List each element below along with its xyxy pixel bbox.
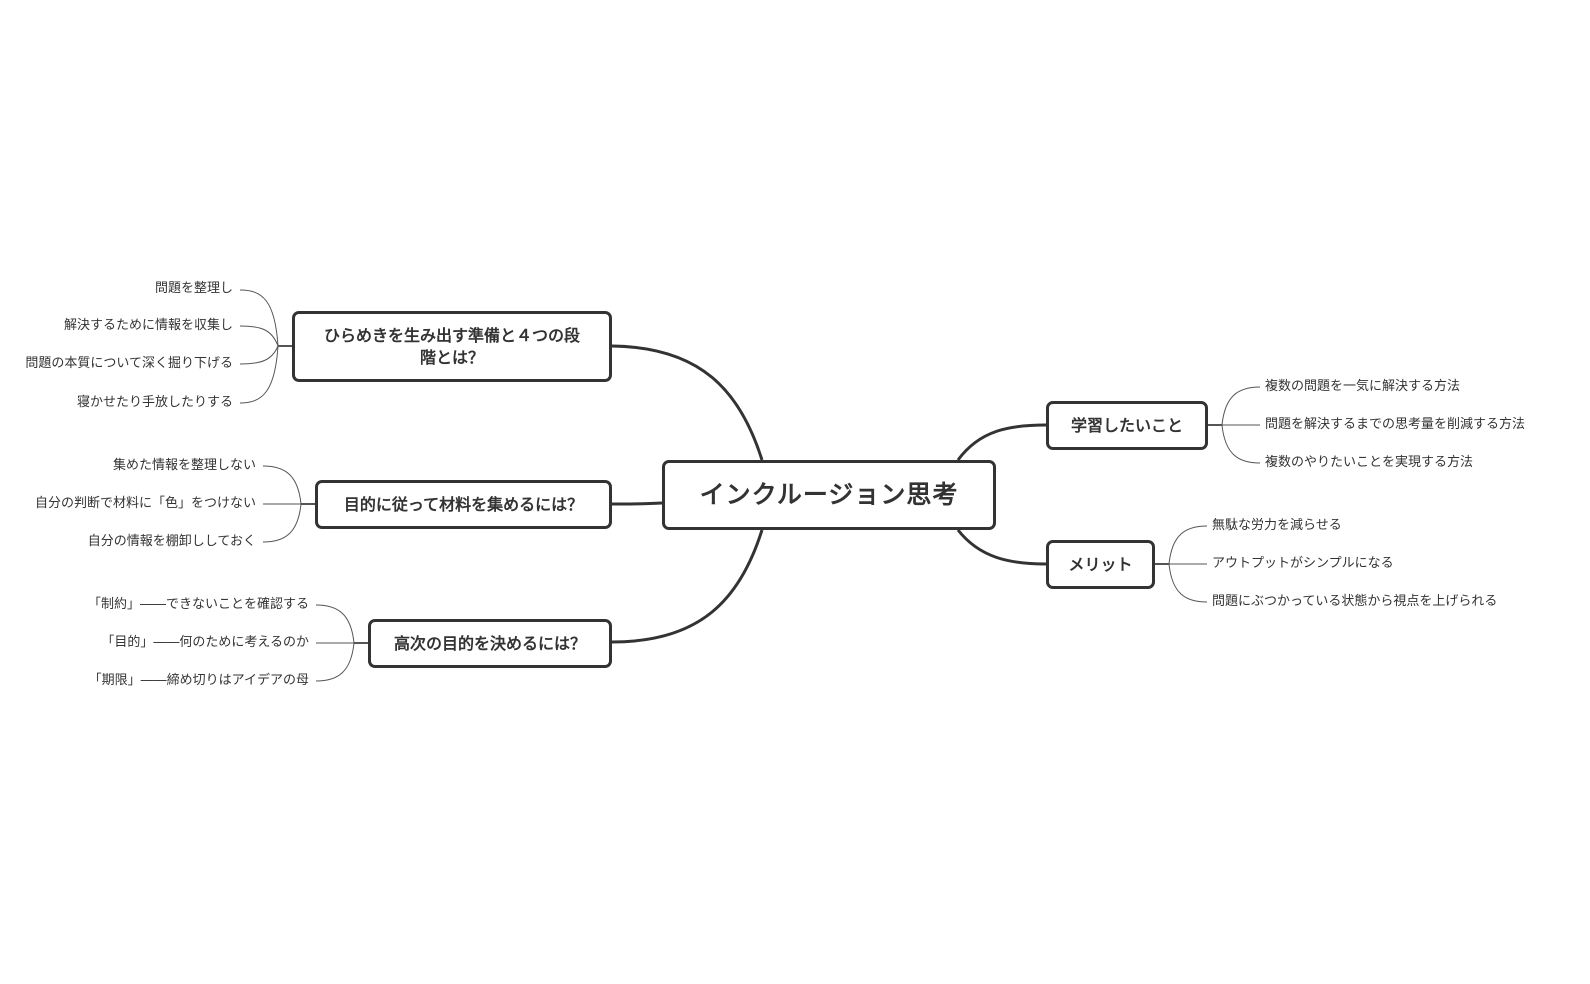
connector-central-to-branch-1 <box>611 344 764 461</box>
connector-central-to-branch-3 <box>611 529 764 644</box>
leaf-1-4[interactable]: 寝かせたり手放したりする <box>76 395 233 410</box>
connector-leaf-1-2 <box>239 325 279 347</box>
connector-central-to-branch-2 <box>611 501 663 506</box>
connector-leaf-4-1 <box>1221 386 1261 426</box>
central-topic-label: インクルージョン思考 <box>699 480 959 510</box>
connector-leaf-2-1 <box>262 465 302 505</box>
branch-topic-4-label: 学習したいこと <box>1070 415 1183 435</box>
branch-topic-1-line-2: 階とは？ <box>419 347 484 367</box>
branch-topic-2-label: 目的に従って材料を集めるには？ <box>343 494 584 514</box>
leaf-2-3[interactable]: 自分の情報を棚卸ししておく <box>87 534 256 549</box>
leaf-4-1[interactable]: 複数の問題を一気に解決する方法 <box>1265 379 1461 394</box>
branch-topic-1[interactable]: ひらめきを生み出す準備と４つの段 階とは？ <box>292 311 612 382</box>
connector-leaf-3-1 <box>315 604 355 644</box>
branch-topic-1-line-1: ひらめきを生み出す準備と４つの段 <box>323 325 580 345</box>
connector-leaf-1-1 <box>239 289 279 347</box>
leaf-1-2[interactable]: 解決するために情報を収集し <box>63 318 233 333</box>
branch-topic-2[interactable]: 目的に従って材料を集めるには？ <box>315 480 612 529</box>
leaf-5-3[interactable]: 問題にぶつかっている状態から視点を上げられる <box>1212 594 1498 609</box>
connector-leaf-4-3 <box>1221 424 1261 464</box>
branch-topic-4[interactable]: 学習したいこと <box>1046 401 1208 450</box>
connector-leaf-2-3 <box>262 503 302 543</box>
connector-central-to-branch-5 <box>956 529 1047 566</box>
leaf-4-3[interactable]: 複数のやりたいことを実現する方法 <box>1265 455 1474 470</box>
leaf-2-1[interactable]: 集めた情報を整理しない <box>112 458 256 473</box>
branch-topic-5-label: メリット <box>1068 554 1133 574</box>
leaf-1-3[interactable]: 問題の本質について深く掘り下げる <box>25 356 233 371</box>
branch-topic-1-label: ひらめきを生み出す準備と４つの段 階とは？ <box>324 325 580 368</box>
connector-leaf-5-1 <box>1168 525 1208 565</box>
leaf-5-1[interactable]: 無駄な労力を減らせる <box>1212 518 1342 533</box>
connector-central-to-branch-4 <box>956 423 1047 461</box>
leaf-3-1[interactable]: 「制約」――できないことを確認する <box>87 597 309 612</box>
central-topic[interactable]: インクルージョン思考 <box>662 460 996 530</box>
connector-leaf-1-3 <box>239 345 279 365</box>
connector-leaf-3-3 <box>315 642 355 682</box>
leaf-3-2[interactable]: 「目的」――何のために考えるのか <box>101 635 309 650</box>
leaf-2-2[interactable]: 自分の判断で材料に「色」をつけない <box>34 496 256 511</box>
leaf-5-2[interactable]: アウトプットがシンプルになる <box>1212 556 1394 571</box>
connector-leaf-1-4 <box>239 345 279 404</box>
branch-topic-3-label: 高次の目的を決めるには？ <box>393 633 586 653</box>
leaf-1-1[interactable]: 問題を整理し <box>154 281 233 296</box>
leaf-4-2[interactable]: 問題を解決するまでの思考量を削減する方法 <box>1265 417 1526 432</box>
branch-topic-5[interactable]: メリット <box>1046 540 1155 589</box>
connector-leaf-5-3 <box>1168 563 1208 603</box>
leaf-3-3[interactable]: 「期限」――締め切りはアイデアの母 <box>88 673 309 688</box>
branch-topic-3[interactable]: 高次の目的を決めるには？ <box>368 619 612 668</box>
